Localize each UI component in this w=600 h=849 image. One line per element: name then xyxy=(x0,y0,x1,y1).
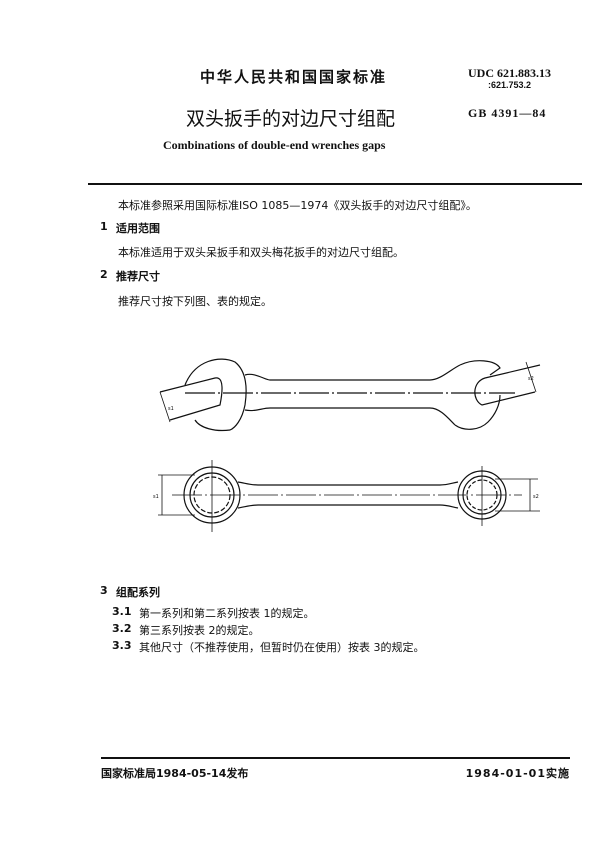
footer-divider xyxy=(101,757,570,759)
section-2-text: 推荐尺寸按下列图、表的规定。 xyxy=(118,295,272,308)
dimension-label: s1 xyxy=(153,494,159,500)
section-2-number: 2 xyxy=(100,268,108,281)
open-end-wrench-drawing xyxy=(159,358,541,432)
subsection-3-1-number: 3.1 xyxy=(112,605,132,618)
section-1-number: 1 xyxy=(100,220,108,233)
effective-date: 1984-01-01实施 xyxy=(465,767,570,780)
document-title: 双头扳手的对边尺寸组配 xyxy=(186,108,396,130)
section-3-heading: 组配系列 xyxy=(116,586,160,599)
publisher-title: 中华人民共和国国家标准 xyxy=(200,68,388,86)
issue-date: 国家标准局1984-05-14发布 xyxy=(101,767,249,780)
intro-text: 本标准参照采用国际标准ISO 1085—1974《双头扳手的对边尺寸组配》。 xyxy=(118,199,477,212)
subsection-3-2-text: 第三系列按表 2的规定。 xyxy=(139,624,260,637)
section-1-text: 本标准适用于双头呆扳手和双头梅花扳手的对边尺寸组配。 xyxy=(118,246,404,259)
wrench-figure: s1 s2 s1 s2 xyxy=(153,358,541,532)
dimension-label: s2 xyxy=(533,494,539,500)
header-divider xyxy=(88,183,582,185)
subsection-3-1-text: 第一系列和第二系列按表 1的规定。 xyxy=(139,607,315,620)
subsection-3-2-number: 3.2 xyxy=(112,622,132,635)
standard-number: GB 4391—84 xyxy=(468,106,547,120)
section-1-heading: 适用范围 xyxy=(116,222,160,235)
document-title-english: Combinations of double-end wrenches gaps xyxy=(163,138,386,152)
section-2-heading: 推荐尺寸 xyxy=(116,270,160,283)
dimension-label: s1 xyxy=(168,406,174,412)
section-3-number: 3 xyxy=(100,584,108,597)
subsection-3-3-number: 3.3 xyxy=(112,639,132,652)
udc-code: UDC 621.883.13 xyxy=(468,66,551,80)
subsection-3-3-text: 其他尺寸（不推荐使用，但暂时仍在使用）按表 3的规定。 xyxy=(139,641,425,654)
dimension-label: s2 xyxy=(528,376,534,382)
ring-wrench-drawing xyxy=(158,460,540,532)
udc-code-secondary: :621.753.2 xyxy=(488,80,532,90)
